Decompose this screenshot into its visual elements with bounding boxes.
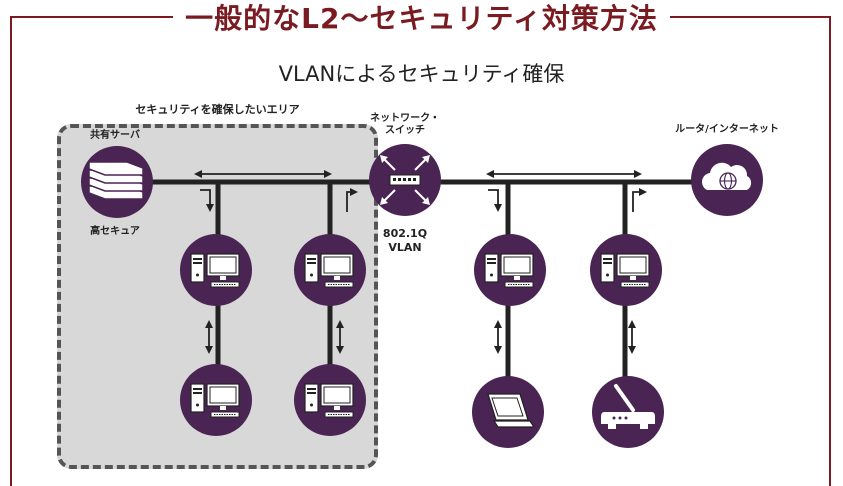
desktop-pc-icon <box>590 234 662 306</box>
traffic-arrow <box>632 188 647 212</box>
server-label: 共有サーバ <box>90 130 140 141</box>
traffic-arrow <box>346 188 358 212</box>
vlan-protocol-label: 802.1Q VLAN <box>382 227 428 254</box>
traffic-arrow <box>200 189 214 212</box>
desktop-pc-icon <box>294 364 366 436</box>
secure-area-label: セキュリティを確保したいエリア <box>135 103 300 116</box>
laptop-icon <box>472 376 544 448</box>
page-title: 一般的なL2～セキュリティ対策方法 <box>0 0 843 37</box>
desktop-pc-icon <box>294 234 366 306</box>
desktop-pc-icon <box>180 234 252 306</box>
traffic-arrow <box>488 189 502 212</box>
wireless-router-icon <box>592 376 664 448</box>
network-switch-icon <box>369 144 441 216</box>
server-stack-icon <box>81 146 153 218</box>
switch-label: ネットワーク・ スイッチ <box>370 113 440 136</box>
router-label: ルータ/インターネット <box>675 124 779 135</box>
cloud-globe-icon <box>691 144 763 216</box>
desktop-pc-icon <box>180 364 252 436</box>
server-security-label: 高セキュア <box>90 226 140 237</box>
desktop-pc-icon <box>474 234 546 306</box>
diagram-subtitle: VLANによるセキュリティ確保 <box>278 62 565 86</box>
